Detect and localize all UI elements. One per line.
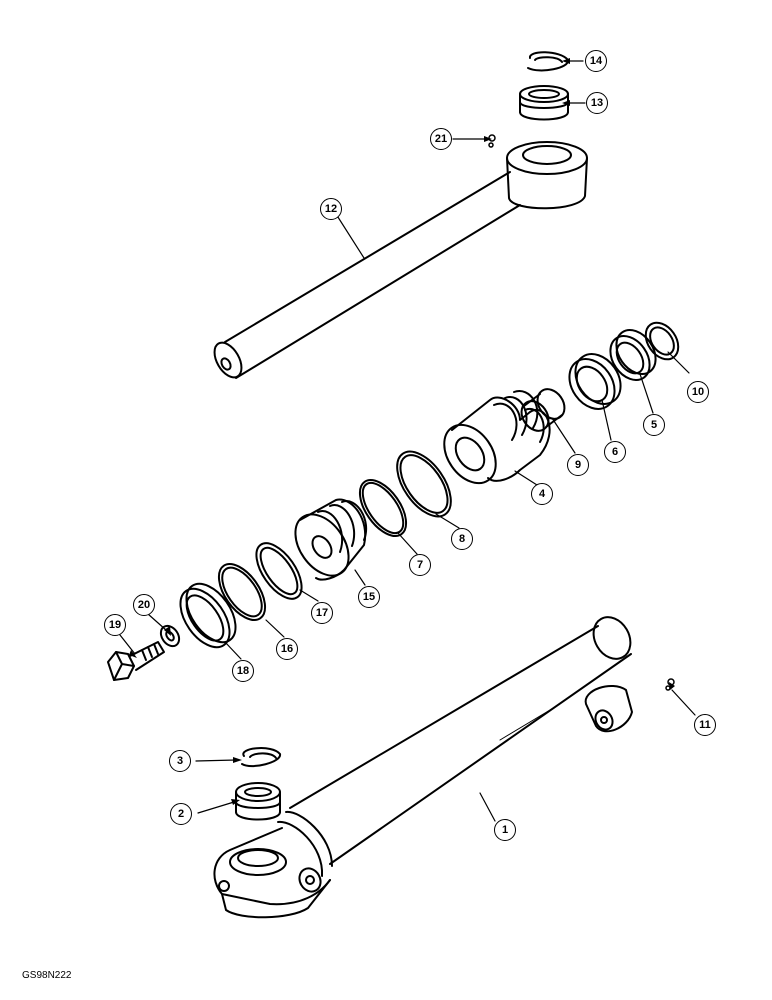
- figure-code: GS98N222: [22, 970, 72, 981]
- callout-7: 7: [409, 554, 431, 576]
- piston-rod-12: [213, 141, 588, 379]
- ring-16: [217, 563, 267, 621]
- wiper-6: [568, 353, 622, 410]
- callout-8: 8: [451, 528, 473, 550]
- o-ring-7: [358, 479, 408, 537]
- callout-13: 13: [586, 92, 608, 114]
- seal-5: [609, 329, 657, 381]
- cylinder-barrel-1: [213, 616, 633, 919]
- callout-6: 6: [604, 441, 626, 463]
- callout-20: 20: [133, 594, 155, 616]
- grease-fitting-21: [488, 134, 496, 148]
- callout-18: 18: [232, 660, 254, 682]
- piston-15: [294, 498, 368, 581]
- callout-15: 15: [358, 586, 380, 608]
- callout-19: 19: [104, 614, 126, 636]
- gland-4: [443, 390, 551, 485]
- callout-2: 2: [170, 803, 192, 825]
- callout-21: 21: [430, 128, 452, 150]
- leader-arrowheads: [129, 58, 675, 805]
- wear-ring-18: [179, 582, 237, 649]
- callout-4: 4: [531, 483, 553, 505]
- callout-10: 10: [687, 381, 709, 403]
- callout-11: 11: [694, 714, 716, 736]
- ring-17: [255, 542, 303, 600]
- backup-ring-8: [396, 450, 452, 518]
- snap-ring-14: [527, 51, 569, 72]
- leader-lines: [119, 60, 696, 822]
- callout-17: 17: [311, 602, 333, 624]
- callout-12: 12: [320, 198, 342, 220]
- callout-3: 3: [169, 750, 191, 772]
- bushing-2: [235, 782, 281, 821]
- ring-10: [644, 321, 680, 361]
- callout-1: 1: [494, 819, 516, 841]
- bolt-19: [107, 641, 165, 681]
- callout-16: 16: [276, 638, 298, 660]
- bushing-13: [519, 85, 569, 121]
- callout-14: 14: [585, 50, 607, 72]
- callout-5: 5: [643, 414, 665, 436]
- callout-9: 9: [567, 454, 589, 476]
- snap-ring-3: [241, 747, 281, 768]
